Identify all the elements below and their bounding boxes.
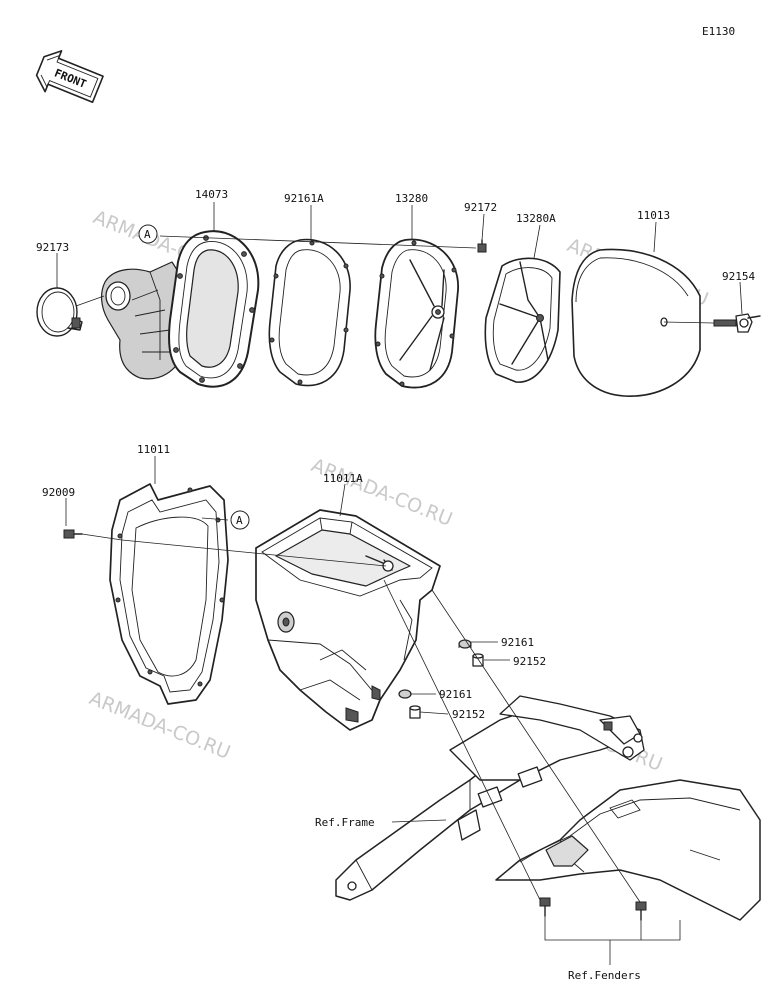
part-label-92009: 92009 bbox=[42, 486, 75, 499]
part-label-92161-lower: 92161 bbox=[439, 688, 472, 701]
part-label-92161a: 92161A bbox=[284, 192, 324, 205]
screw-92009 bbox=[63, 529, 83, 539]
bolt-92154 bbox=[713, 313, 761, 333]
part-label-11011: 11011 bbox=[137, 443, 170, 456]
part-label-92173: 92173 bbox=[36, 241, 69, 254]
frame-rails bbox=[335, 695, 645, 901]
cover-11011 bbox=[109, 483, 229, 705]
air-cleaner-duct bbox=[101, 261, 191, 380]
frame-13280a bbox=[484, 257, 561, 383]
upper-leaders bbox=[56, 202, 743, 324]
grommet-92161-lower bbox=[398, 689, 412, 699]
part-label-92154: 92154 bbox=[722, 270, 755, 283]
part-label-92172: 92172 bbox=[464, 201, 497, 214]
fender-bolt-right bbox=[635, 901, 647, 921]
collar-92152-lower bbox=[409, 705, 421, 719]
rear-fender bbox=[495, 779, 761, 921]
part-label-11013: 11013 bbox=[637, 209, 670, 222]
ref-frame-label: Ref.Frame bbox=[315, 816, 375, 829]
part-label-92152-lower: 92152 bbox=[452, 708, 485, 721]
diagram-code: E1130 bbox=[702, 25, 735, 38]
ref-fenders-label: Ref.Fenders bbox=[568, 969, 641, 982]
part-label-92161-upper: 92161 bbox=[501, 636, 534, 649]
part-label-13280: 13280 bbox=[395, 192, 428, 205]
ref-marker-a-lower: A bbox=[230, 510, 250, 530]
ref-marker-label: A bbox=[144, 228, 151, 241]
gasket-92161a bbox=[268, 238, 351, 387]
holder-13280 bbox=[374, 238, 459, 389]
element-11013 bbox=[571, 248, 701, 397]
grommet-92161-upper bbox=[458, 639, 472, 649]
part-label-11011a: 11011A bbox=[323, 472, 363, 485]
ref-marker-a-upper: A bbox=[138, 224, 158, 244]
screw-92172 bbox=[477, 239, 487, 253]
part-label-14073: 14073 bbox=[195, 188, 228, 201]
collar-92152-upper bbox=[472, 653, 484, 667]
clamp-92173 bbox=[36, 287, 83, 337]
lower-leaders bbox=[65, 456, 681, 965]
fender-bolt-left bbox=[539, 897, 551, 917]
airbox-11011a bbox=[255, 509, 441, 731]
part-label-13280a: 13280A bbox=[516, 212, 556, 225]
ref-marker-label: A bbox=[236, 514, 243, 527]
front-arrow-icon: FRONT bbox=[35, 50, 104, 104]
watermark: ARMADA-CO.RU bbox=[86, 687, 233, 764]
part-label-92152-upper: 92152 bbox=[513, 655, 546, 668]
plate-14073 bbox=[168, 230, 260, 388]
